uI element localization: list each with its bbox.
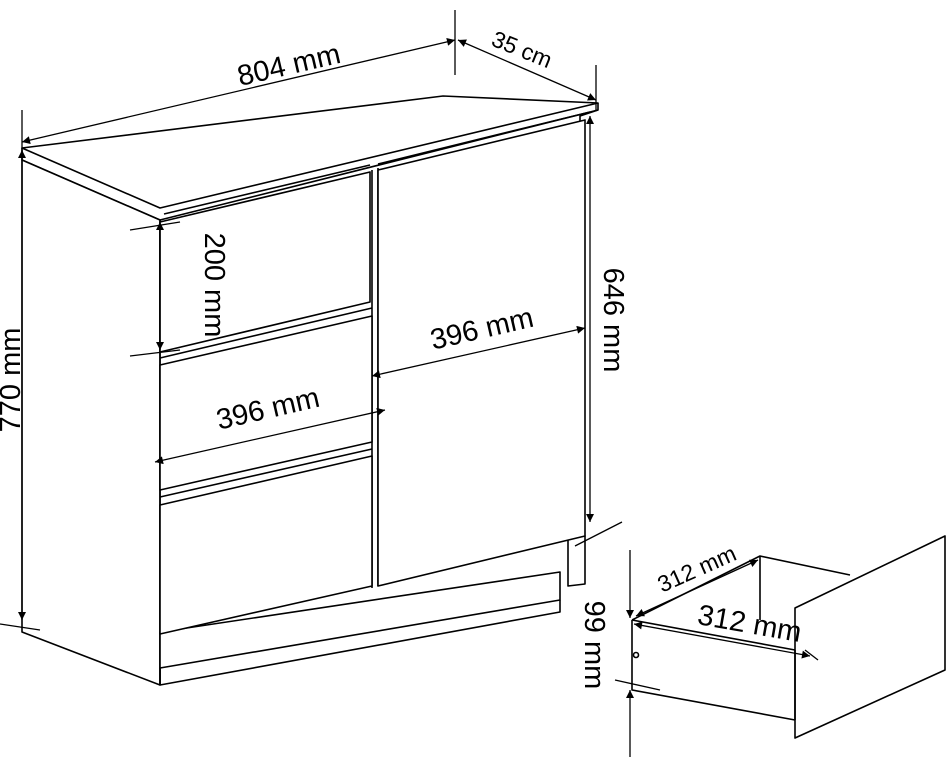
depth-label: 35 cm [488, 26, 556, 74]
inner-width-back-label: 312 mm [654, 540, 740, 598]
width-label: 804 mm [234, 38, 343, 93]
door-height-label: 646 mm [597, 268, 629, 373]
inner-height-label: 99 mm [578, 601, 610, 690]
dimension-lines [0, 10, 819, 757]
height-label: 770 mm [0, 328, 27, 433]
drawer-height-label: 200 mm [198, 233, 230, 338]
